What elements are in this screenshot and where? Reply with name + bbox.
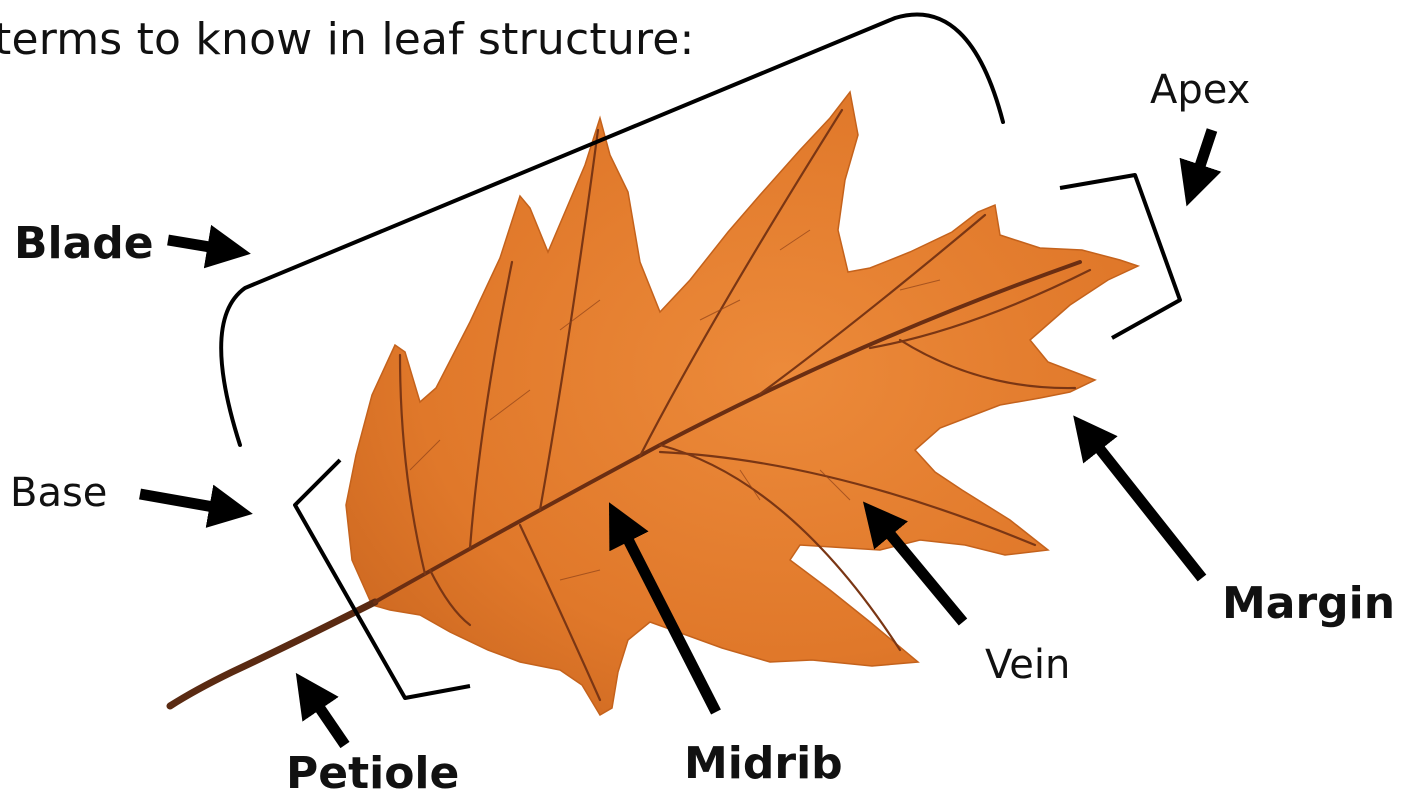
base-label: Base xyxy=(10,473,107,513)
blade-label: Blade xyxy=(14,222,154,266)
blade-arrow xyxy=(168,240,240,252)
margin-label: Margin xyxy=(1222,582,1395,626)
petiole-stem xyxy=(170,602,375,706)
apex-label: Apex xyxy=(1150,70,1250,110)
base-arrow xyxy=(140,494,242,512)
midrib-label: Midrib xyxy=(684,742,843,786)
apex-arrow xyxy=(1190,130,1212,196)
page-title: terms to know in leaf structure: xyxy=(0,18,695,62)
petiole-arrow xyxy=(302,682,345,745)
margin-arrow xyxy=(1080,424,1202,578)
vein-label: Vein xyxy=(985,645,1070,685)
petiole-label: Petiole xyxy=(286,752,459,796)
